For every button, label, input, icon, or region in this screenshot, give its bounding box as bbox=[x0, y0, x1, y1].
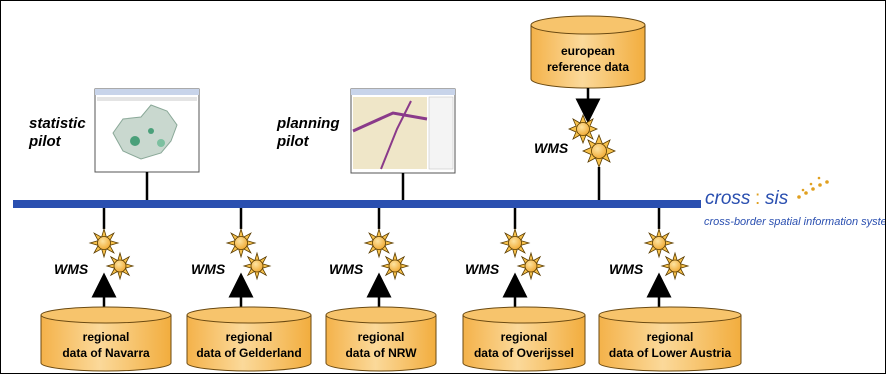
sun-icon bbox=[105, 251, 135, 281]
svg-text::: : bbox=[755, 188, 760, 209]
planning-pilot-label-1: planning bbox=[276, 115, 340, 132]
regional-db-line2: data of Navarra bbox=[62, 346, 150, 360]
wms-label: WMS bbox=[465, 261, 500, 277]
regional-db: regional data of Lower Austria bbox=[598, 306, 742, 372]
sun-icon bbox=[643, 227, 675, 259]
european-db-line1: european bbox=[561, 44, 615, 58]
regional-db-line1: regional bbox=[647, 330, 694, 344]
european-wms: WMS bbox=[534, 113, 616, 200]
planning-pilot-label-2: pilot bbox=[276, 133, 310, 150]
regional-db-line1: regional bbox=[501, 330, 548, 344]
brand-cross: cross bbox=[705, 188, 751, 209]
sun-icon bbox=[516, 251, 546, 281]
sun-icon bbox=[363, 227, 395, 259]
sun-icon bbox=[582, 133, 616, 169]
regional-db-line1: regional bbox=[226, 330, 273, 344]
regional-column: WMS regional data of NRW bbox=[325, 208, 437, 372]
statistic-pilot-label-2: pilot bbox=[28, 133, 62, 150]
sun-icon bbox=[567, 113, 599, 145]
sun-icon bbox=[88, 227, 120, 259]
planning-pilot-screenshot bbox=[350, 88, 456, 174]
sun-icon bbox=[380, 251, 410, 281]
regional-db-line2: data of NRW bbox=[345, 346, 417, 360]
regional-db-line2: data of Gelderland bbox=[196, 346, 301, 360]
statistic-pilot: statistic pilot bbox=[28, 88, 200, 200]
regional-db-line1: regional bbox=[358, 330, 405, 344]
european-db-line2: reference data bbox=[547, 60, 629, 74]
regional-db: regional data of Gelderland bbox=[186, 306, 312, 372]
brand-tagline: cross-border spatial information system bbox=[704, 216, 886, 228]
regional-db: regional data of Overijssel bbox=[462, 306, 586, 372]
statistic-pilot-label-1: statistic bbox=[29, 115, 86, 132]
regional-db-line2: data of Lower Austria bbox=[609, 346, 732, 360]
dots-decoration bbox=[797, 176, 829, 199]
sun-icon bbox=[225, 227, 257, 259]
sun-icon bbox=[242, 251, 272, 281]
wms-label: WMS bbox=[329, 261, 364, 277]
brand-sis: sis bbox=[765, 188, 789, 209]
sun-icon bbox=[499, 227, 531, 259]
regional-column: WMS regional data of Navarra bbox=[40, 208, 172, 372]
regional-column: WMS regional data of Gelderland bbox=[186, 208, 312, 372]
european-reference-db: european reference data bbox=[530, 15, 646, 89]
sun-icon bbox=[660, 251, 690, 281]
regional-column: WMS regional data of Lower Austria bbox=[598, 208, 742, 372]
bus-line bbox=[13, 200, 701, 208]
regional-column: WMS regional data of Overijssel bbox=[462, 208, 586, 372]
wms-label: WMS bbox=[191, 261, 226, 277]
planning-pilot: planning pilot bbox=[276, 88, 456, 200]
regional-db-line2: data of Overijssel bbox=[474, 346, 574, 360]
wms-label: WMS bbox=[534, 140, 569, 156]
wms-label: WMS bbox=[609, 261, 644, 277]
regional-db: regional data of Navarra bbox=[40, 306, 172, 372]
regional-db-line1: regional bbox=[83, 330, 130, 344]
wms-label: WMS bbox=[54, 261, 89, 277]
statistic-pilot-screenshot bbox=[94, 88, 200, 173]
regional-columns: WMS regional data of Navarra WMS regional dat… bbox=[40, 208, 742, 372]
cross-sis-logo: cross : sis cross-border spatial informa… bbox=[704, 176, 886, 228]
regional-db: regional data of NRW bbox=[325, 306, 437, 372]
